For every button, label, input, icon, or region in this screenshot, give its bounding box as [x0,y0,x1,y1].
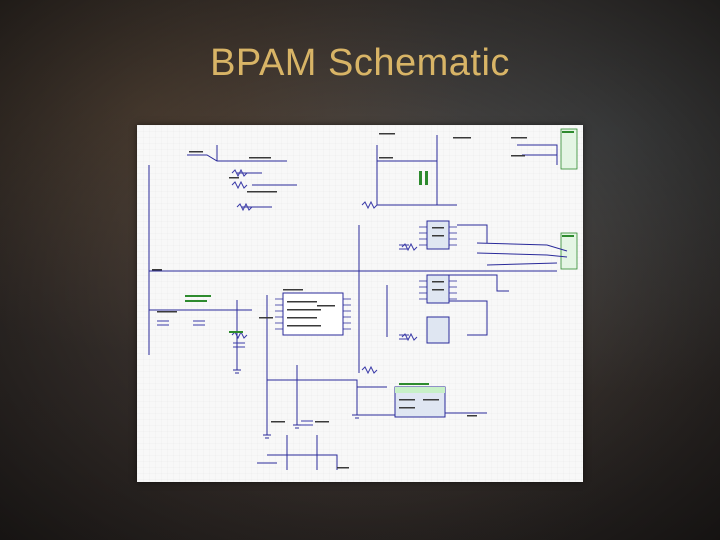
schematic-drawing [137,125,583,482]
slide-title: BPAM Schematic [210,42,510,84]
ground-symbols [233,369,361,439]
right-connectors [457,128,578,270]
green-annotations [185,131,574,385]
ic-chip-lower [426,316,450,344]
schematic-grid [137,125,583,482]
label-marks [152,133,527,469]
schematic-image [137,125,583,482]
ic-chip-bottom [394,386,446,418]
ic-chip-main [275,292,351,336]
capacitors [157,244,409,426]
